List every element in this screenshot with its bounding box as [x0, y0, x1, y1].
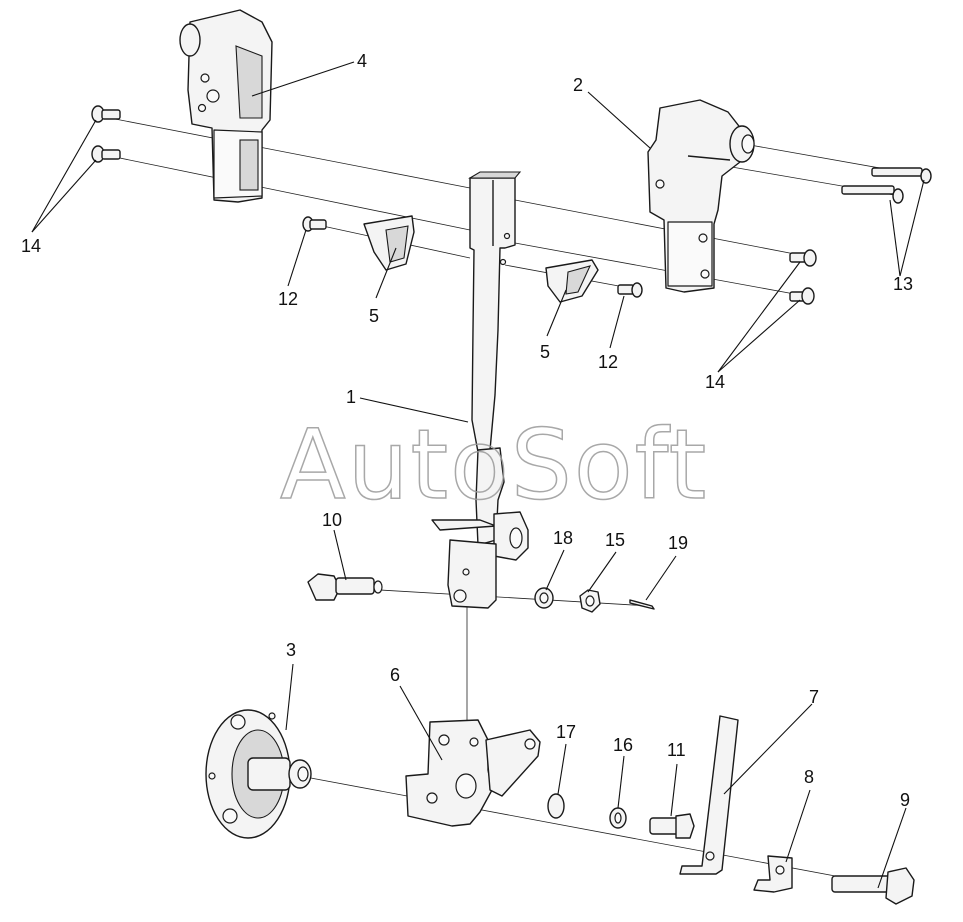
part-4-left-housing	[179, 9, 273, 203]
callout-15: 15	[605, 530, 625, 550]
callout-10: 10	[322, 510, 342, 530]
watermark-text: AutoSoft	[280, 409, 708, 521]
callout-19: 19	[668, 533, 688, 553]
callout-5-upper: 5	[369, 306, 379, 326]
callout-13: 13	[893, 274, 913, 294]
part-15-nut	[579, 589, 601, 613]
part-2-right-housing	[647, 99, 755, 293]
part-18-washer	[534, 587, 554, 609]
assembly-axis-lines	[109, 117, 926, 891]
part-12-screw-left	[302, 216, 327, 232]
callout-12-left: 12	[278, 289, 298, 309]
part-14-screws-right	[789, 249, 817, 305]
callout-8: 8	[804, 767, 814, 787]
callout-6: 6	[390, 665, 400, 685]
callout-3: 3	[286, 640, 296, 660]
part-3-flange	[205, 709, 312, 839]
part-19-cotter-pin	[629, 599, 655, 610]
part-7-plate	[679, 715, 739, 875]
callout-4: 4	[357, 51, 367, 71]
part-14-screws-left	[91, 105, 121, 163]
part-16-lock-washer	[609, 807, 627, 829]
callout-1: 1	[346, 387, 356, 407]
callout-14-right: 14	[705, 372, 725, 392]
part-8-small-bracket	[753, 855, 793, 893]
part-10-bolt	[307, 573, 383, 601]
part-6-bracket	[405, 719, 541, 827]
part-17-washer	[547, 793, 565, 819]
part-5-wedge-upper	[363, 215, 415, 271]
part-11-bolt	[649, 813, 695, 839]
callout-12-right: 12	[598, 352, 618, 372]
callout-7: 7	[809, 687, 819, 707]
callout-14-left: 14	[21, 236, 41, 256]
callout-11: 11	[667, 740, 686, 760]
leader-lines	[31, 61, 925, 889]
callout-18: 18	[553, 528, 573, 548]
part-9-bolt	[831, 867, 915, 905]
part-5-wedge-lower	[545, 259, 599, 303]
callout-17: 17	[556, 722, 576, 742]
callout-5-lower: 5	[540, 342, 550, 362]
callout-2: 2	[573, 75, 583, 95]
part-12-screw-right	[617, 282, 643, 298]
callout-9: 9	[900, 790, 910, 810]
callout-labels: 1 2 3 4 5 5 6 7 8 9 10 11 12 12 13 14 14…	[21, 51, 913, 810]
part-1-shaft	[431, 171, 529, 609]
part-13-long-screws	[841, 167, 932, 204]
callout-16: 16	[613, 735, 633, 755]
